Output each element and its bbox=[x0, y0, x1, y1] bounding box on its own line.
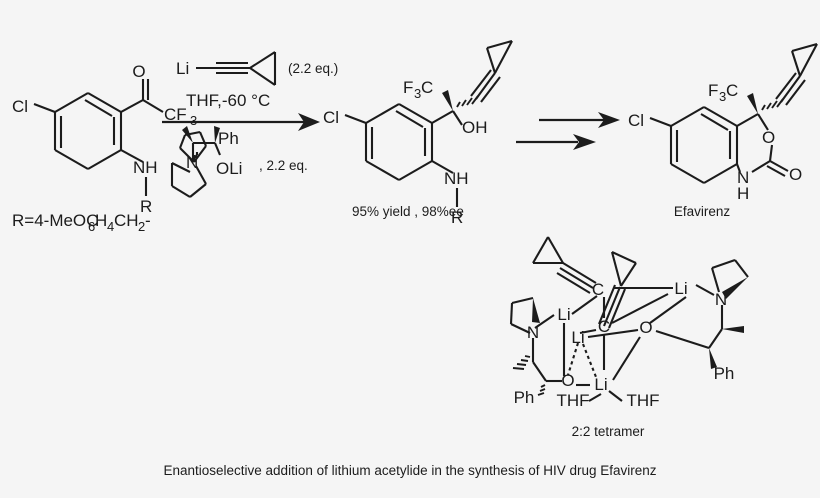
sm-chloro-label: Cl bbox=[12, 97, 28, 116]
tetramer-lithium-1-label: Li bbox=[674, 279, 687, 298]
svg-text:C: C bbox=[421, 78, 433, 97]
tetramer-carbanion-1-label: C bbox=[592, 280, 604, 299]
tetramer-lithium-3-label: Li bbox=[571, 328, 584, 347]
sm-amine-label: NH bbox=[133, 158, 158, 177]
tetramer-aggregate-structure bbox=[509, 236, 749, 402]
svg-text:R=4-MeOC: R=4-MeOC bbox=[12, 211, 98, 230]
product-amine-label: NH bbox=[444, 169, 469, 188]
reagent-lithium-label: Li bbox=[176, 59, 189, 78]
svg-text:6: 6 bbox=[88, 219, 95, 234]
efavirenz-amine-hydrogen-label: H bbox=[737, 184, 749, 203]
sm-trifluoromethyl-label: CF 3 bbox=[164, 105, 197, 128]
ligand-alkoxide-label: OLi bbox=[216, 159, 242, 178]
efavirenz-structure bbox=[649, 42, 818, 184]
svg-text:CH: CH bbox=[114, 211, 139, 230]
tetramer-phenyl-right-label: Ph bbox=[714, 364, 735, 383]
svg-text:4: 4 bbox=[107, 219, 114, 234]
solvent-temperature-label: THF,-60 °C bbox=[186, 91, 270, 110]
product-trifluoromethyl-label: F 3 C bbox=[403, 78, 433, 101]
tetramer-nitrogen-left-label: N bbox=[527, 323, 539, 342]
svg-text:2: 2 bbox=[138, 219, 145, 234]
efavirenz-name-label: Efavirenz bbox=[674, 204, 731, 219]
product-r-group-label: R bbox=[451, 208, 463, 227]
tetramer-lithium-2-label: Li bbox=[557, 305, 570, 324]
tetramer-caption-label: 2:2 tetramer bbox=[572, 424, 645, 439]
multistep-arrow-upper bbox=[539, 112, 620, 128]
svg-text:3: 3 bbox=[190, 113, 197, 128]
sm-ketone-oxygen-label: O bbox=[132, 62, 145, 81]
r-group-definition: R=4-MeOC 6 H 4 CH 2 - bbox=[12, 211, 151, 234]
tetramer-carbanion-2-label: C bbox=[598, 317, 610, 336]
figure-caption: Enantioselective addition of lithium ace… bbox=[163, 463, 656, 478]
efavirenz-hashed-bond bbox=[761, 98, 784, 111]
product-hashed-bond bbox=[456, 95, 479, 108]
svg-text:3: 3 bbox=[414, 86, 421, 101]
tetramer-lithium-4-label: Li bbox=[594, 375, 607, 394]
efavirenz-amine-nitrogen-label: N bbox=[737, 168, 749, 187]
tetramer-left-phenyl-hash bbox=[537, 384, 546, 396]
tetramer-oxygen-right-label: O bbox=[639, 318, 652, 337]
product-chloro-label: Cl bbox=[323, 108, 339, 127]
product-structure bbox=[344, 39, 513, 207]
sm-r-group-label: R bbox=[140, 197, 152, 216]
efavirenz-carbonyl-oxygen-label: O bbox=[789, 165, 802, 184]
tetramer-thf-right-label: THF bbox=[626, 391, 659, 410]
ligand-equivalents-label: , 2.2 eq. bbox=[259, 158, 308, 173]
lithium-acetylide-reagent bbox=[196, 51, 277, 86]
ligand-phenyl-label: Ph bbox=[218, 129, 239, 148]
multistep-arrow-lower bbox=[516, 134, 596, 150]
tetramer-nitrogen-right-label: N bbox=[715, 290, 727, 309]
svg-text:F: F bbox=[403, 78, 413, 97]
efavirenz-trifluoromethyl-label: F 3 C bbox=[708, 81, 738, 104]
main-reaction-arrow bbox=[162, 113, 320, 131]
tetramer-left-methyl-hash bbox=[512, 355, 531, 370]
tetramer-thf-left-label: THF bbox=[556, 391, 589, 410]
svg-text:-: - bbox=[145, 211, 151, 230]
starting-material-structure bbox=[33, 79, 164, 196]
ligand-nitrogen-label: N bbox=[186, 153, 198, 172]
svg-text:F: F bbox=[708, 81, 718, 100]
svg-text:CF: CF bbox=[164, 105, 187, 124]
tetramer-phenyl-left-label: Ph bbox=[514, 388, 535, 407]
efavirenz-ring-oxygen-label: O bbox=[762, 128, 775, 147]
efavirenz-chloro-label: Cl bbox=[628, 111, 644, 130]
reagent-equivalents-label: (2.2 eq.) bbox=[288, 61, 338, 76]
svg-text:H: H bbox=[95, 211, 107, 230]
svg-text:3: 3 bbox=[719, 89, 726, 104]
svg-text:C: C bbox=[726, 81, 738, 100]
product-yield-label: 95% yield , 98%ee bbox=[352, 204, 464, 219]
product-hydroxyl-label: OH bbox=[462, 118, 488, 137]
tetramer-oxygen-left-label: O bbox=[561, 371, 574, 390]
chiral-ligand-backbone bbox=[170, 126, 221, 198]
